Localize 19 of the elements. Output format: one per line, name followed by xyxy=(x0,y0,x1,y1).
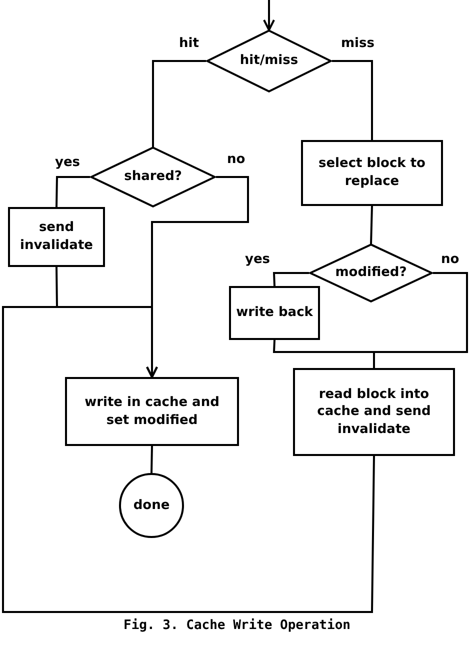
connector-line xyxy=(152,60,206,147)
connector-line xyxy=(150,446,153,474)
connector-line xyxy=(56,176,90,208)
process-box: write back xyxy=(229,286,320,340)
arrow xyxy=(2,306,375,613)
figure-caption: Fig. 3. Cache Write Operation xyxy=(122,618,352,633)
arrow xyxy=(263,0,275,31)
process-box: write in cache and set modified xyxy=(65,377,239,446)
connector-line xyxy=(272,340,375,368)
process-box: send invalidate xyxy=(8,207,105,267)
decision-diamond: shared? xyxy=(90,147,216,207)
connector-line xyxy=(332,60,373,140)
process-box: read block into cache and send invalidate xyxy=(293,368,455,456)
connector-line xyxy=(272,272,309,286)
decision-diamond: modified? xyxy=(309,244,433,302)
process-box: select block to replace xyxy=(301,140,443,206)
connector-line xyxy=(370,206,373,244)
terminal-circle: done xyxy=(119,473,184,538)
decision-diamond: hit/miss xyxy=(206,30,332,92)
